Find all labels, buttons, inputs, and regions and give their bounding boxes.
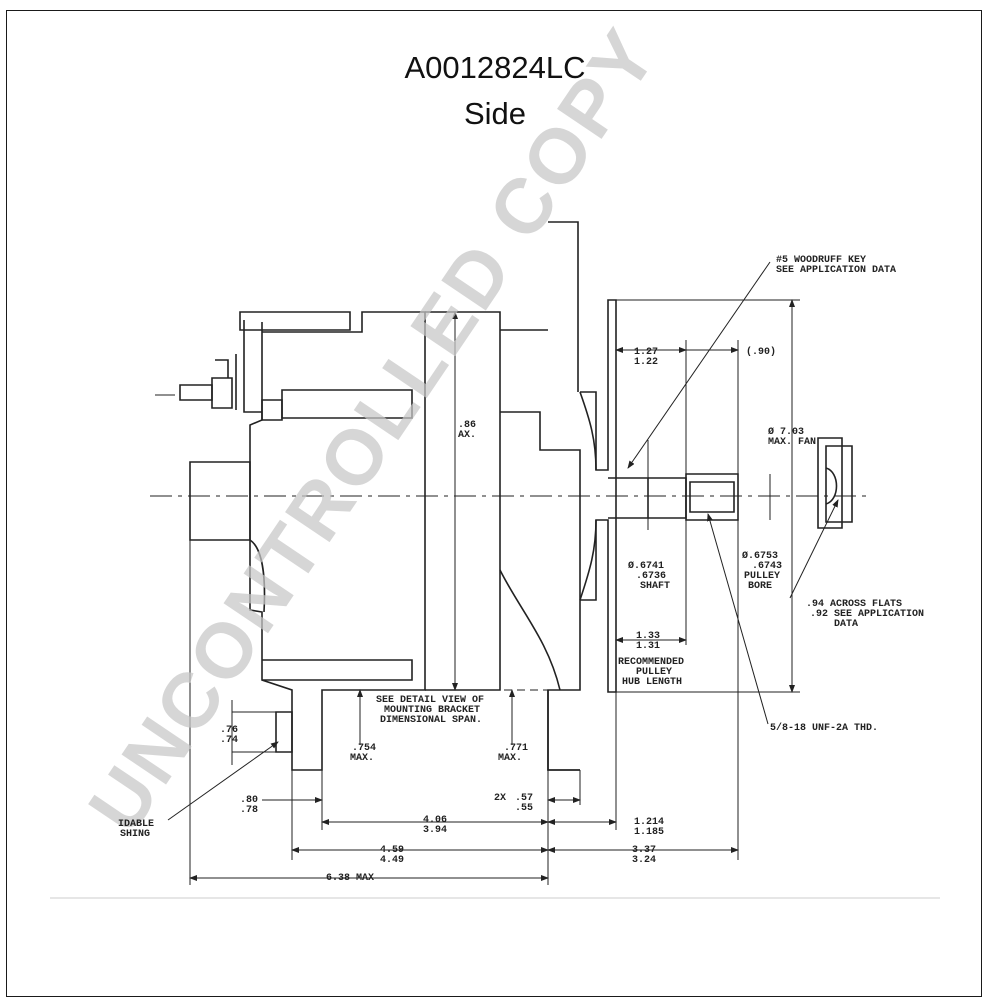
- dim-324: 3.24: [632, 855, 656, 866]
- dim-449: 4.49: [380, 855, 404, 866]
- dim-2x: 2X: [494, 793, 506, 804]
- pulley-bore-label-4: BORE: [748, 581, 772, 592]
- dim-1185: 1.185: [634, 827, 664, 838]
- dim-754: .754: [352, 743, 376, 754]
- body-diameter-label-2: AX.: [458, 430, 476, 441]
- shaft: [608, 477, 649, 519]
- across-flats-note: .94 ACROSS FLATS: [806, 599, 902, 610]
- dim-80: .80: [240, 795, 258, 806]
- thread-note: 5/8-18 UNF-2A THD.: [770, 722, 878, 734]
- detail-view-note-3: DIMENSIONAL SPAN.: [380, 715, 482, 726]
- dim-1214: 1.214: [634, 817, 664, 828]
- dim-337: 3.37: [632, 845, 656, 856]
- shaft-nut: [817, 437, 843, 529]
- dim-78: .78: [240, 805, 258, 816]
- slidable-bushing-note: IDABLE: [118, 819, 154, 830]
- detail-view-note: SEE DETAIL VIEW OF: [376, 695, 484, 706]
- dim-406: 4.06: [423, 815, 447, 826]
- mounting-foot-rear: [189, 461, 251, 541]
- pulley-bore-label: Ø.6753: [742, 550, 778, 562]
- drawing-title-view: Side: [463, 96, 527, 131]
- drawing-border: [6, 10, 982, 997]
- mounting-foot-front: [547, 690, 580, 771]
- detail-view-note-2: MOUNTING BRACKET: [384, 705, 480, 716]
- stator: [425, 311, 501, 691]
- dim-57: .57: [515, 793, 533, 804]
- dimension-lines: [50, 261, 940, 899]
- dim-771: .771: [504, 743, 528, 754]
- slidable-bushing-note-2: SHING: [120, 829, 150, 840]
- center-line: [150, 394, 870, 497]
- dim-394: 3.94: [423, 825, 447, 836]
- shaft-diameter-label: Ø.6741: [628, 560, 664, 572]
- fan-diameter-label-2: MAX. FAN: [768, 437, 816, 448]
- dim-754-max: MAX.: [350, 753, 374, 764]
- dim-74: .74: [220, 735, 238, 746]
- shaft-diameter-label-2: .6736: [636, 571, 666, 582]
- dim-55: .55: [515, 803, 533, 814]
- fan-diameter-label: Ø 7.03: [768, 426, 804, 438]
- across-flats-note-2: .92 SEE APPLICATION: [810, 609, 924, 620]
- drawing-title-part-number: A0012824LC: [404, 50, 586, 85]
- terminal-stud: [179, 384, 213, 401]
- dim-638-max: 6.38 MAX: [326, 873, 374, 884]
- pulley-bore-label-2: .6743: [752, 561, 782, 572]
- shaft-diameter-label-3: SHAFT: [640, 581, 670, 592]
- dim-131: 1.31: [636, 641, 660, 652]
- dim-127: 1.27: [634, 347, 658, 358]
- hub-length-note: RECOMMENDED: [618, 657, 684, 668]
- pulley-bore-label-3: PULLEY: [744, 571, 780, 582]
- hub-length-note-3: HUB LENGTH: [622, 677, 682, 688]
- callout-texts: #5 WOODRUFF KEY SEE APPLICATION DATA Ø 7…: [118, 255, 924, 840]
- across-flats-note-3: DATA: [834, 619, 858, 630]
- dim-133: 1.33: [636, 631, 660, 642]
- woodruff-key-note-2: SEE APPLICATION DATA: [776, 265, 896, 276]
- woodruff-key-note: #5 WOODRUFF KEY: [776, 255, 866, 266]
- watermark-text: UNCONTROLLED COPY: [71, 12, 674, 847]
- dimension-values: 1.27 1.22 (.90) 1.33 1.31 .76 .74 .754 M…: [220, 346, 776, 884]
- hub-length-note-2: PULLEY: [636, 667, 672, 678]
- body-diameter-label: .86: [458, 420, 476, 431]
- dim-76: .76: [220, 725, 238, 736]
- dim-771-max: MAX.: [498, 753, 522, 764]
- dim-459: 4.59: [380, 845, 404, 856]
- pulley-bore: [685, 473, 739, 521]
- dim-122: 1.22: [634, 357, 658, 368]
- dim-90: (.90): [746, 346, 776, 358]
